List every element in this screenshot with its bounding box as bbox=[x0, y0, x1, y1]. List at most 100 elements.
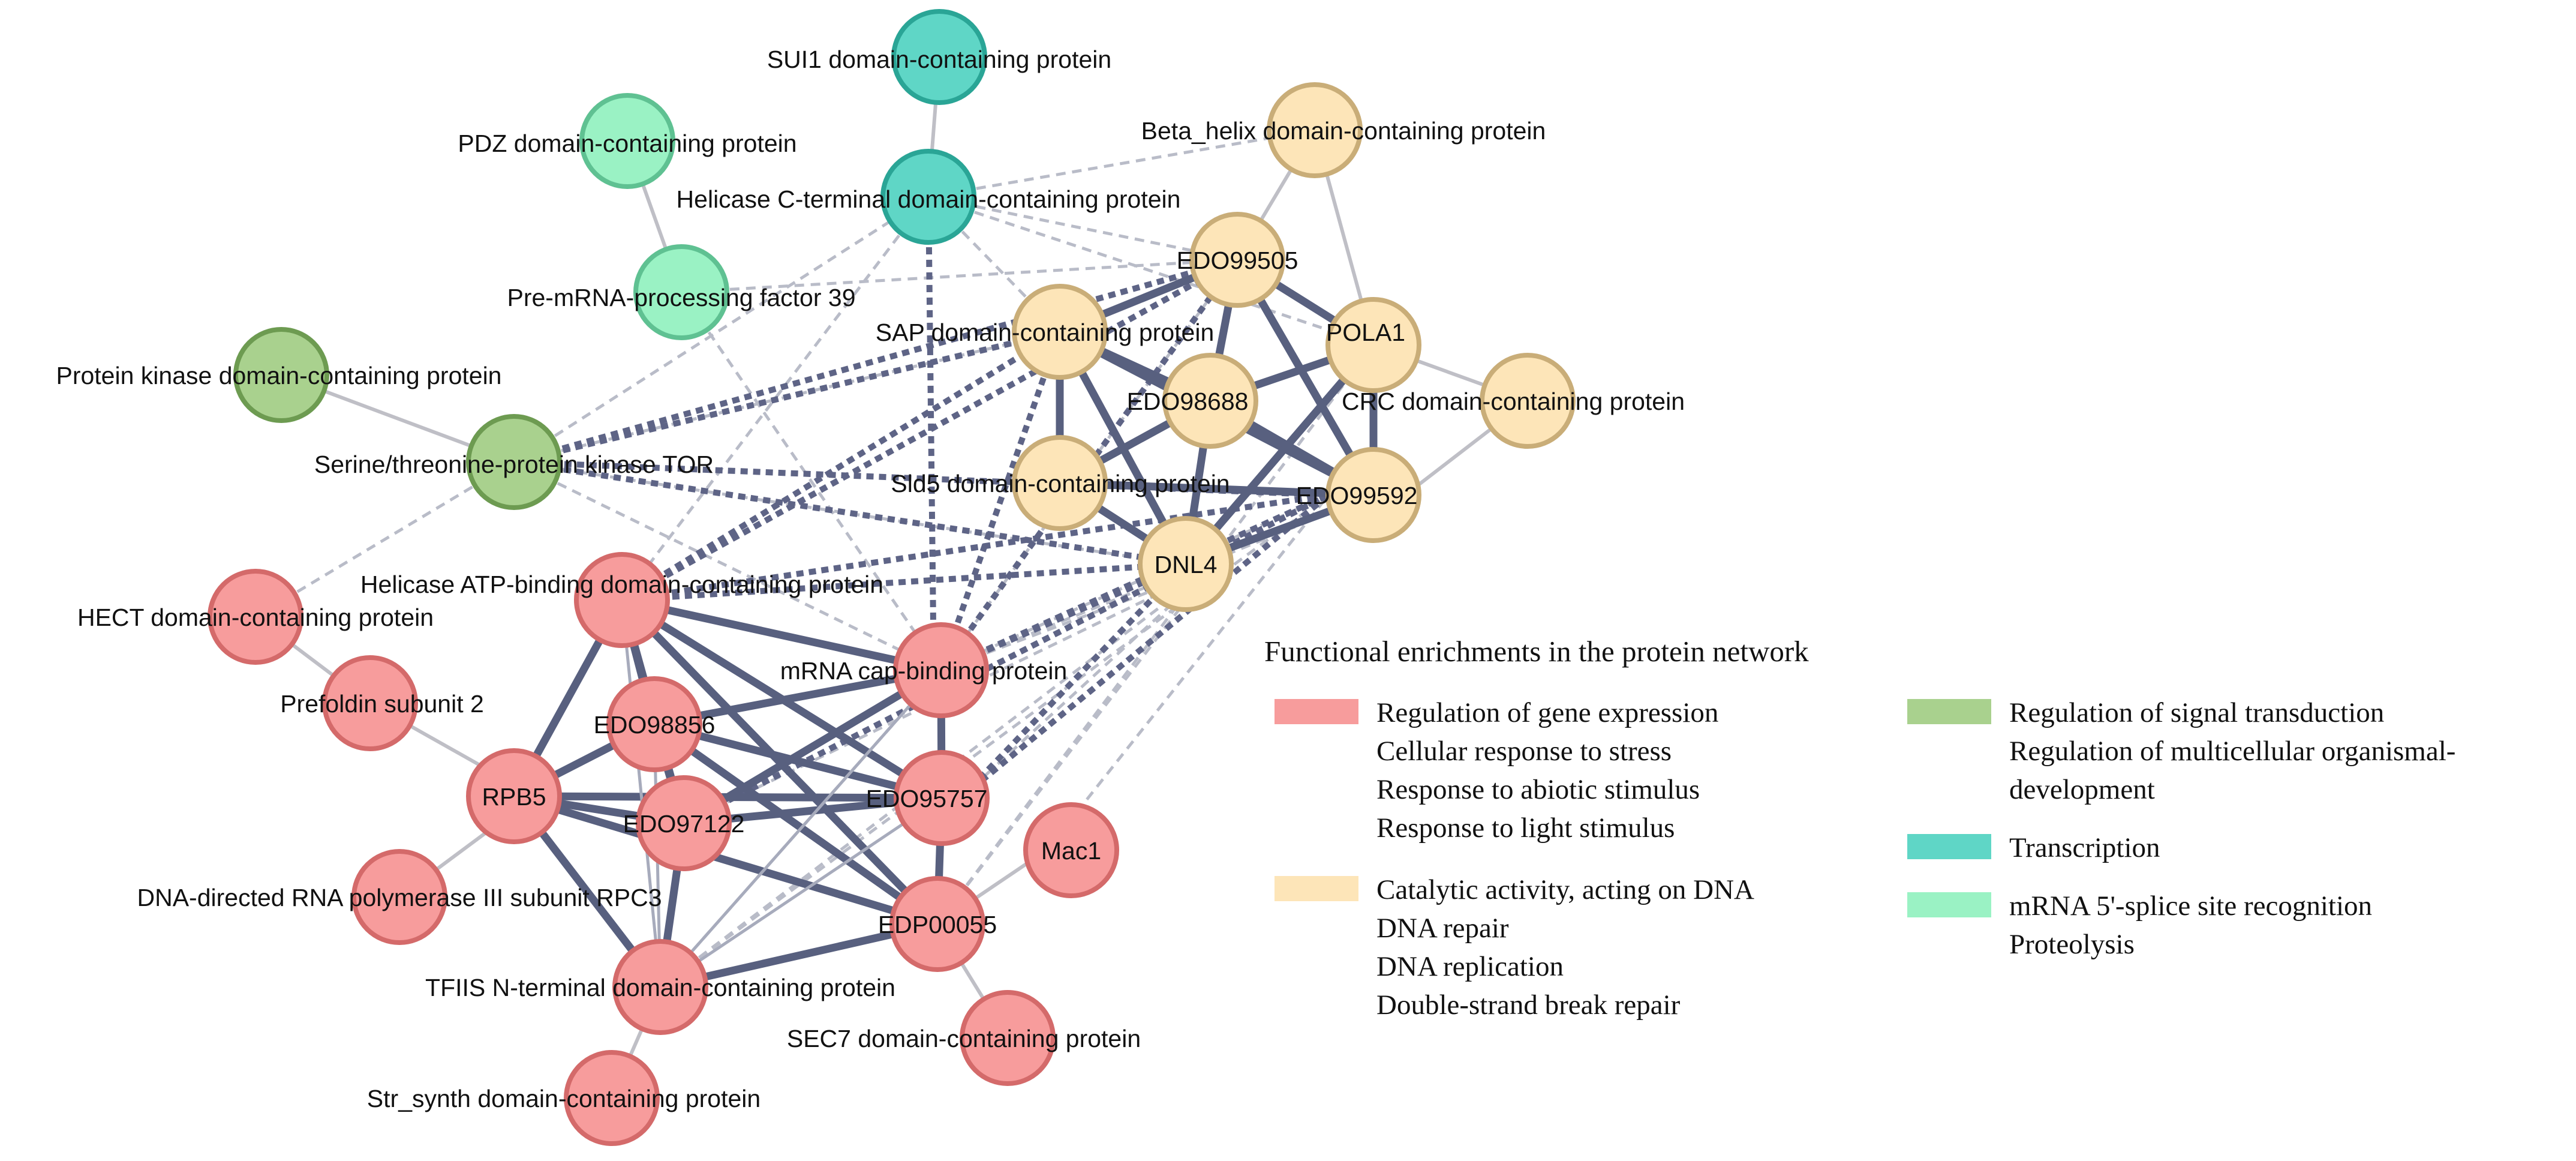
legend-item: Proteolysis bbox=[2009, 929, 2135, 960]
label-premrna: Pre-mRNA-processing factor 39 bbox=[507, 284, 855, 311]
legend-item: Cellular response to stress bbox=[1376, 736, 1672, 767]
edge bbox=[513, 460, 942, 672]
legend-swatch-signal bbox=[1907, 699, 1991, 724]
edge bbox=[650, 720, 946, 802]
edge bbox=[1045, 494, 1330, 851]
edge bbox=[936, 568, 1212, 925]
label-rpb5: RPB5 bbox=[482, 783, 546, 811]
label-tfiis: TFIIS N-terminal domain-containing prote… bbox=[425, 974, 895, 1001]
node-mrna-cap[interactable] bbox=[893, 622, 989, 718]
label-edo97122: EDO97122 bbox=[623, 810, 745, 838]
edge bbox=[513, 329, 1061, 465]
label-helicase-c: Helicase C-terminal domain-containing pr… bbox=[677, 185, 1181, 213]
legend-title: Functional enrichments in the protein ne… bbox=[1264, 635, 1809, 668]
edge bbox=[621, 492, 1329, 603]
edge bbox=[659, 796, 943, 989]
edge bbox=[928, 195, 1238, 262]
edge bbox=[510, 792, 942, 928]
node-tfiis[interactable] bbox=[612, 939, 708, 1035]
label-edo98856: EDO98856 bbox=[594, 711, 716, 739]
node-hect[interactable] bbox=[208, 569, 303, 665]
legend-item: mRNA 5'-splice site recognition bbox=[2009, 890, 2372, 922]
label-tor: Serine/threonine-protein kinase TOR bbox=[314, 451, 714, 478]
node-tor[interactable] bbox=[466, 414, 562, 510]
legend-item: Regulation of signal transduction bbox=[2009, 697, 2384, 728]
node-protein-kinase[interactable] bbox=[233, 327, 329, 423]
node-labels: SUI1 domain-containing protein Beta_heli… bbox=[56, 46, 1685, 1112]
node-edo95757[interactable] bbox=[894, 750, 990, 846]
legend: Functional enrichments in the protein ne… bbox=[1264, 635, 2455, 1021]
edge bbox=[513, 459, 1329, 498]
node-sap[interactable] bbox=[1012, 284, 1108, 380]
legend-item: Regulation of gene expression bbox=[1376, 697, 1718, 728]
edge bbox=[1182, 341, 1378, 568]
label-edo99505: EDO99505 bbox=[1177, 247, 1298, 274]
label-pdz: PDZ domain-containing protein bbox=[458, 130, 796, 157]
legend-swatch-dna-activity bbox=[1275, 876, 1358, 901]
legend-item: DNA replication bbox=[1376, 951, 1564, 982]
node-sec7[interactable] bbox=[960, 990, 1056, 1086]
node-premrna[interactable] bbox=[633, 244, 729, 340]
edge bbox=[621, 561, 1186, 603]
edge bbox=[960, 562, 1188, 799]
label-edp00055: EDP00055 bbox=[878, 911, 997, 938]
legend-swatch-gene-expression bbox=[1275, 699, 1358, 724]
edge bbox=[618, 596, 942, 928]
node-edo98688[interactable] bbox=[1162, 353, 1258, 449]
label-rpc3: DNA-directed RNA polymerase III subunit … bbox=[137, 884, 662, 911]
node-str-synth[interactable] bbox=[564, 1050, 660, 1146]
node-sui1[interactable] bbox=[891, 9, 987, 105]
edge bbox=[254, 460, 515, 619]
edge bbox=[938, 331, 1063, 671]
node-edo97122[interactable] bbox=[636, 775, 732, 871]
node-edo98856[interactable] bbox=[606, 676, 702, 772]
label-sec7: SEC7 domain-containing protein bbox=[787, 1025, 1141, 1052]
label-hect: HECT domain-containing protein bbox=[77, 604, 434, 631]
edge bbox=[680, 291, 943, 671]
network-nodes bbox=[208, 9, 1576, 1146]
node-dnl4[interactable] bbox=[1138, 516, 1234, 612]
node-rpb5[interactable] bbox=[466, 748, 562, 844]
edge bbox=[621, 196, 930, 601]
edge bbox=[925, 196, 936, 625]
legend-swatch-splice bbox=[1907, 892, 1991, 917]
label-protein-kinase: Protein kinase domain-containing protein bbox=[56, 362, 501, 389]
legend-item: development bbox=[2009, 774, 2155, 805]
node-prefoldin[interactable] bbox=[322, 655, 418, 751]
edge bbox=[928, 128, 1315, 199]
node-mac1[interactable] bbox=[1023, 802, 1119, 898]
node-sld5[interactable] bbox=[1012, 435, 1108, 531]
label-edo98688: EDO98688 bbox=[1127, 388, 1249, 415]
node-rpc3[interactable] bbox=[351, 849, 447, 945]
edge bbox=[620, 257, 1239, 603]
node-pdz[interactable] bbox=[579, 93, 675, 189]
label-beta-helix: Beta_helix domain-containing protein bbox=[1141, 117, 1546, 145]
legend-swatch-transcription bbox=[1907, 834, 1991, 859]
edge bbox=[620, 329, 1062, 603]
edge bbox=[680, 666, 945, 827]
edge bbox=[618, 596, 945, 674]
edge bbox=[939, 492, 1330, 673]
legend-item: DNA repair bbox=[1376, 913, 1509, 944]
edge bbox=[513, 195, 930, 464]
label-edo99592: EDO99592 bbox=[1296, 482, 1418, 509]
node-helicase-c[interactable] bbox=[880, 149, 976, 245]
node-beta-helix[interactable] bbox=[1267, 82, 1363, 178]
label-dnl4: DNL4 bbox=[1155, 551, 1218, 578]
label-helicase-atp: Helicase ATP-binding domain-containing p… bbox=[360, 571, 883, 598]
label-edo95757: EDO95757 bbox=[866, 785, 988, 812]
node-helicase-atp[interactable] bbox=[574, 552, 670, 648]
node-crc[interactable] bbox=[1480, 353, 1576, 449]
node-pola1[interactable] bbox=[1325, 297, 1421, 393]
label-prefoldin: Prefoldin subunit 2 bbox=[280, 690, 484, 718]
node-edp00055[interactable] bbox=[889, 876, 985, 972]
label-sld5: Sld5 domain-containing protein bbox=[891, 470, 1230, 497]
label-mrna-cap: mRNA cap-binding protein bbox=[780, 657, 1068, 685]
node-edo99505[interactable] bbox=[1189, 212, 1285, 308]
edge bbox=[681, 258, 1238, 294]
node-edo99592[interactable] bbox=[1325, 447, 1421, 543]
legend-item: Response to light stimulus bbox=[1376, 812, 1675, 844]
label-crc: CRC domain-containing protein bbox=[1342, 388, 1685, 415]
label-str-synth: Str_synth domain-containing protein bbox=[367, 1085, 761, 1112]
